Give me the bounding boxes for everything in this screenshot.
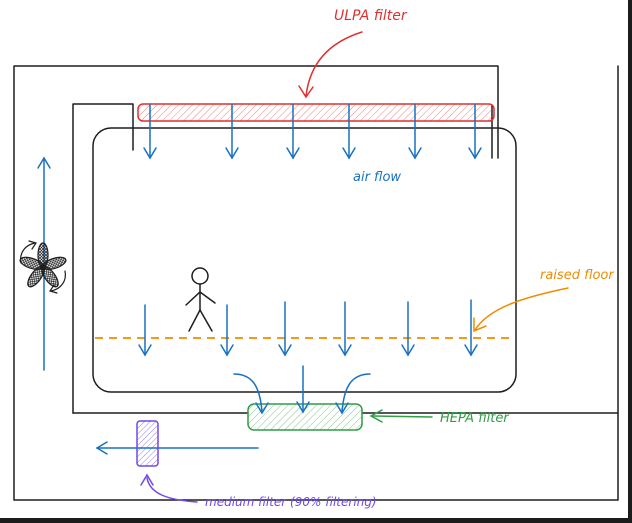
medium-filter-label: medium filter (90% filtering) — [205, 495, 377, 509]
hepa-pointer-arrow — [369, 409, 433, 423]
ulpa-filter-box — [137, 103, 495, 122]
raised-floor-label: raised floor — [540, 268, 615, 283]
ulpa-filter-label: ULPA filter — [334, 8, 408, 24]
hepa-filter-box — [247, 403, 363, 431]
air-flow-label: air flow — [353, 170, 401, 185]
outer-duct — [13, 65, 619, 501]
return-airflow-arrow — [95, 441, 259, 455]
raised-floor-pointer-arrow — [473, 287, 569, 333]
airflow-arrows-floor — [138, 299, 478, 357]
medium-filter-pointer-arrow — [140, 473, 198, 503]
person-icon — [185, 267, 216, 332]
medium-filter-box — [136, 420, 159, 467]
airflow-arrows-top — [143, 103, 482, 160]
airflow-arrows-hepa — [233, 365, 371, 415]
ulpa-pointer-arrow — [298, 31, 363, 99]
cleanroom-room — [92, 127, 517, 393]
fan-icon — [19, 240, 67, 294]
hepa-filter-label: HEPA filter — [440, 411, 510, 426]
